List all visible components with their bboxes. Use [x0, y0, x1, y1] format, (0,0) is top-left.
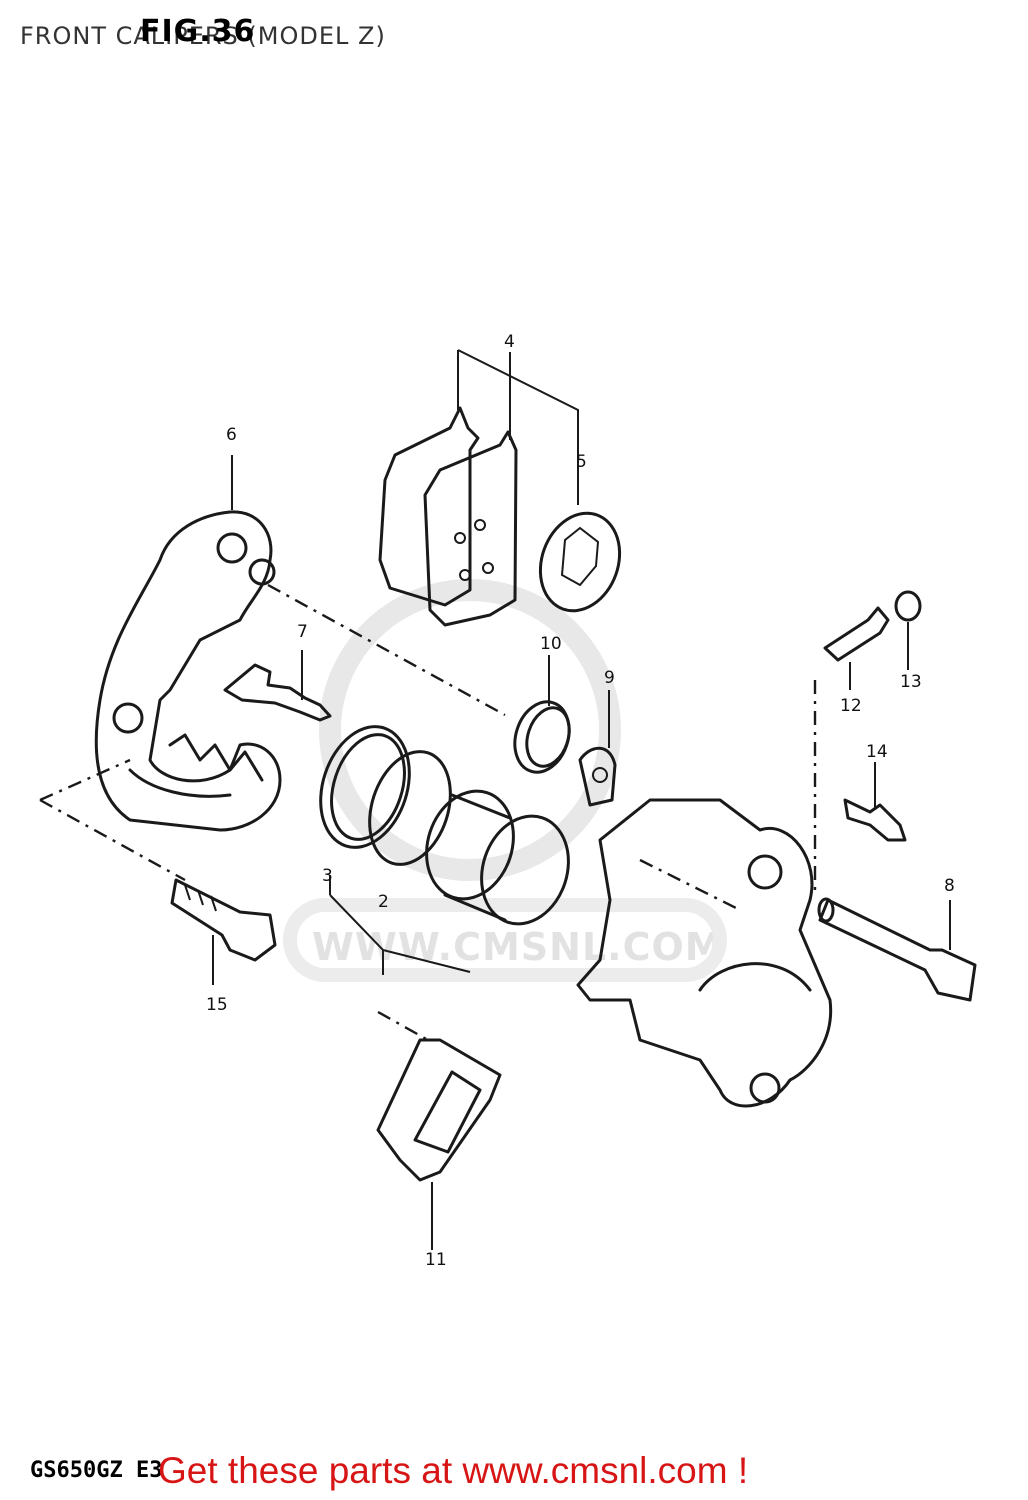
callout-6: 6 — [226, 425, 237, 445]
bolt-part-15[interactable] — [170, 878, 277, 962]
bleeder-valve-part-12[interactable] — [823, 606, 890, 662]
pad-spring-part-7[interactable] — [223, 663, 332, 722]
callout-4: 4 — [504, 332, 515, 352]
callout-14: 14 — [866, 742, 888, 762]
model-code: GS650GZ E3 — [30, 1458, 163, 1483]
dust-seal-part-10[interactable] — [506, 695, 578, 780]
caliper-bracket-part-6[interactable] — [94, 510, 282, 832]
callout-10: 10 — [540, 634, 562, 654]
cta-link[interactable]: Get these parts at www.cmsnl.com ! — [158, 1450, 749, 1491]
leader-lines — [39, 349, 951, 1250]
boot-part-9[interactable] — [578, 746, 617, 807]
caliper-body-part-1[interactable] — [576, 798, 833, 1108]
callout-15: 15 — [206, 995, 228, 1015]
bracket-part-11[interactable] — [376, 1010, 502, 1182]
callout-11: 11 — [425, 1250, 447, 1270]
piston-seals-part-2-3[interactable] — [306, 715, 582, 935]
page-title: FRONT CALIPERS (MODEL Z) — [20, 22, 386, 50]
callout-7: 7 — [297, 622, 308, 642]
pad-shim-part-5[interactable] — [527, 502, 633, 622]
cap-part-13[interactable] — [894, 590, 922, 622]
watermark-logo — [283, 579, 727, 982]
callout-8: 8 — [944, 876, 955, 896]
brake-pads-part-4[interactable] — [378, 406, 518, 627]
callout-12: 12 — [840, 696, 862, 716]
callout-5: 5 — [576, 452, 587, 472]
callout-13: 13 — [900, 672, 922, 692]
callout-2: 2 — [378, 892, 389, 912]
callout-3: 3 — [322, 866, 333, 886]
callout-9: 9 — [604, 668, 615, 688]
clip-part-14[interactable] — [843, 798, 907, 842]
bolt-part-8[interactable] — [817, 897, 977, 1002]
figure-label: FIG.36 — [140, 14, 256, 49]
